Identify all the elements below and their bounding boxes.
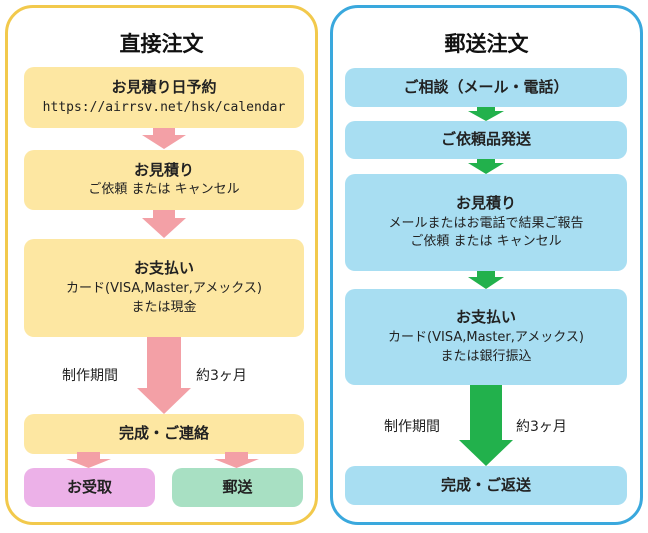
mail-step-payment: お支払い カード(VISA,Master,アメックス) または銀行振込 (345, 289, 627, 385)
option-pickup-label: お受取 (66, 477, 112, 496)
mail-period-arrow-shape (459, 385, 513, 466)
option-mail: 郵送 (172, 468, 303, 507)
pickup-arrow-shape (66, 452, 111, 468)
direct-step-estimate-line1: ご依頼 または キャンセル (88, 182, 240, 198)
direct-step-payment-title: お支払い (133, 259, 194, 278)
mail-step-payment-line1: カード(VISA,Master,アメックス) (388, 330, 584, 346)
direct-arrow-1-shape (142, 128, 186, 149)
mail-step-complete: 完成・ご返送 (345, 466, 627, 505)
direct-step-estimate-title: お見積り (133, 160, 194, 179)
mail-step-estimate-title: お見積り (455, 193, 516, 212)
option-pickup: お受取 (24, 468, 155, 507)
mail-step-shipping: ご依頼品発送 (345, 121, 627, 159)
mail-step-estimate-line2: ご依頼 または キャンセル (410, 234, 562, 250)
direct-step-payment-line1: カード(VISA,Master,アメックス) (66, 281, 262, 297)
direct-step-reservation-title: お見積り日予約 (111, 78, 217, 97)
mail-step-consult: ご相談（メール・電話） (345, 68, 627, 107)
mail-step-consult-title: ご相談（メール・電話） (403, 77, 569, 96)
mail-option-arrow-shape (214, 452, 259, 468)
direct-period-label: 制作期間 (62, 368, 118, 384)
mail-arrow-1-shape (468, 107, 504, 121)
mail-step-payment-line2: または銀行振込 (440, 348, 532, 364)
mail-period-label: 制作期間 (384, 419, 440, 435)
option-mail-label: 郵送 (222, 477, 253, 496)
mail-period-value: 約3ヶ月 (516, 419, 567, 435)
direct-step-complete-title: 完成・ご連絡 (118, 424, 209, 443)
mail-arrow-3-shape (468, 271, 504, 289)
direct-order-title: 直接注文 (119, 32, 204, 56)
mail-order-title: 郵送注文 (444, 32, 529, 56)
reservation-url: https://airrsv.net/hsk/calendar (42, 99, 286, 115)
mail-step-estimate-line1: メールまたはお電話で結果ご報告 (388, 215, 584, 231)
mail-step-estimate: お見積り メールまたはお電話で結果ご報告 ご依頼 または キャンセル (345, 174, 627, 271)
direct-period-arrow-shape (137, 337, 191, 414)
direct-step-estimate: お見積り ご依頼 または キャンセル (24, 150, 304, 210)
direct-arrow-2-shape (142, 210, 186, 238)
direct-period-value: 約3ヶ月 (196, 368, 247, 384)
direct-step-payment-line2: または現金 (131, 299, 197, 315)
mail-arrow-2-shape (468, 159, 504, 174)
direct-step-payment: お支払い カード(VISA,Master,アメックス) または現金 (24, 239, 304, 337)
mail-step-shipping-title: ご依頼品発送 (440, 130, 531, 149)
direct-step-reservation: お見積り日予約 https://airrsv.net/hsk/calendar (24, 67, 304, 128)
mail-step-payment-title: お支払い (455, 308, 516, 327)
direct-step-complete: 完成・ご連絡 (24, 414, 304, 454)
mail-step-complete-title: 完成・ご返送 (440, 475, 531, 494)
